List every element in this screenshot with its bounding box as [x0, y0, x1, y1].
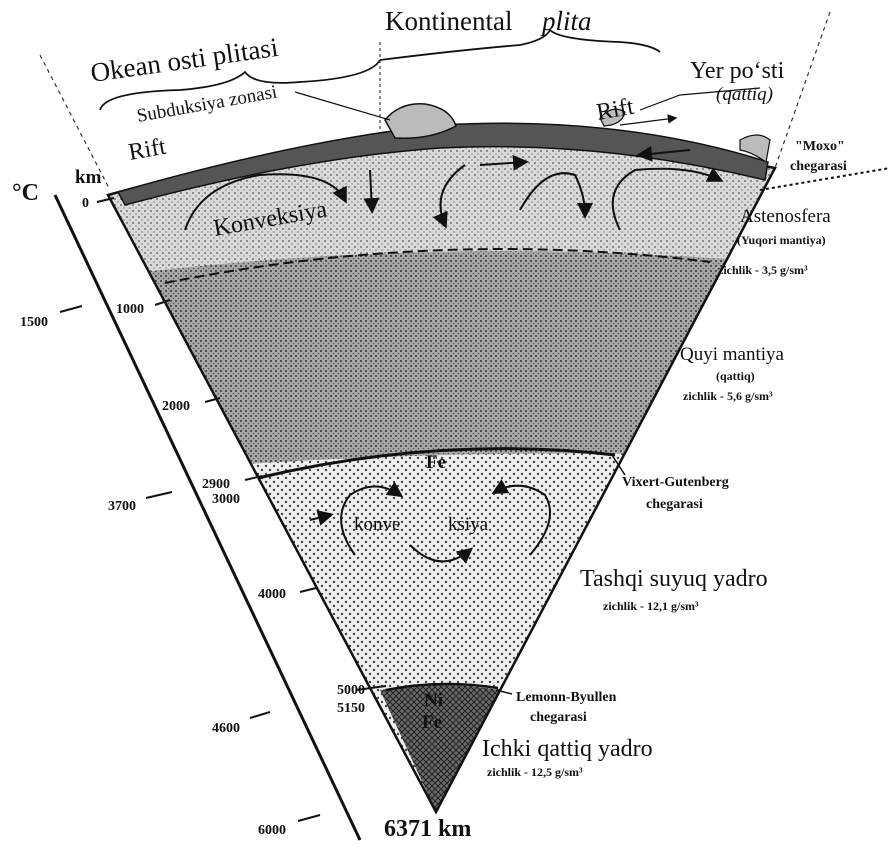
- temp-label-6000: 6000: [258, 823, 286, 838]
- temp-tick-3: [250, 712, 270, 718]
- lower-mantle-name: Quyi mantiya: [680, 344, 785, 365]
- depth-label-4000: 4000: [258, 587, 286, 602]
- crust-title: Yer po‘sti: [690, 58, 785, 84]
- km-unit: km: [75, 167, 102, 188]
- depth-label-5000: 5000: [337, 683, 365, 698]
- rift-left-label: Rift: [127, 134, 169, 166]
- temp-label-4600: 4600: [212, 721, 240, 736]
- depth-label-5150: 5150: [337, 701, 365, 716]
- subduction-zone-label: Subduksiya zonasi: [135, 82, 278, 127]
- subduction-leader-line: [295, 92, 390, 120]
- inner-core-density: zichlik - 12,5 g/sm³: [487, 765, 583, 779]
- inner-core-name: Ichki qattiq yadro: [482, 736, 653, 762]
- rift-right-label: Rift: [595, 94, 637, 126]
- depth-label-3000: 3000: [212, 492, 240, 507]
- center-depth-label: 6371 km: [384, 816, 471, 842]
- continental-plate-title-a: Kontinental: [385, 6, 512, 36]
- lower-mantle-density: zichlik - 5,6 g/sm³: [683, 389, 773, 403]
- depth-tick-4000: [300, 588, 316, 592]
- temp-label-3700: 3700: [108, 499, 136, 514]
- asthenosphere-density: zichlik - 3,5 g/sm³: [718, 263, 808, 277]
- gutenberg-sub: chegarasi: [646, 497, 703, 512]
- fe-outer-label: Fe: [426, 452, 446, 473]
- crust-state: (qattiq): [716, 84, 773, 105]
- depth-label-2000: 2000: [162, 399, 190, 414]
- continental-plate-title-b: plita: [540, 6, 592, 36]
- lehmann-name: Lemonn-Byullen: [516, 690, 617, 705]
- temp-label-1500: 1500: [20, 315, 48, 330]
- depth-label-2900: 2900: [202, 477, 230, 492]
- lehmann-sub: chegarasi: [530, 710, 587, 725]
- temp-tick-2: [146, 492, 172, 498]
- core-convection-a: konve: [354, 514, 400, 535]
- oceanic-plate-title: Okean osti plitasi: [89, 32, 280, 88]
- depth-label-1000: 1000: [116, 302, 144, 317]
- depth-label-0: 0: [82, 196, 89, 211]
- gutenberg-name: Vixert-Gutenberg: [622, 475, 729, 490]
- celsius-unit: °C: [12, 180, 39, 206]
- lower-mantle-sub: (qattiq): [716, 369, 755, 383]
- moho-boundary: chegarasi: [790, 159, 847, 174]
- moho-name: "Moxo": [795, 139, 845, 154]
- asthenosphere-sub: (Yuqori mantiya): [737, 233, 826, 247]
- core-convection-b: ksiya: [448, 514, 489, 535]
- outer-core-name: Tashqi suyuq yadro: [580, 566, 768, 592]
- outer-core-density: zichlik - 12,1 g/sm³: [603, 599, 699, 613]
- ni-inner-label: Ni: [424, 690, 443, 711]
- temp-tick-1: [60, 306, 82, 312]
- fe-inner-label: Fe: [422, 712, 442, 733]
- asthenosphere-name: Astenosfera: [740, 206, 831, 227]
- temp-tick-4: [298, 815, 320, 821]
